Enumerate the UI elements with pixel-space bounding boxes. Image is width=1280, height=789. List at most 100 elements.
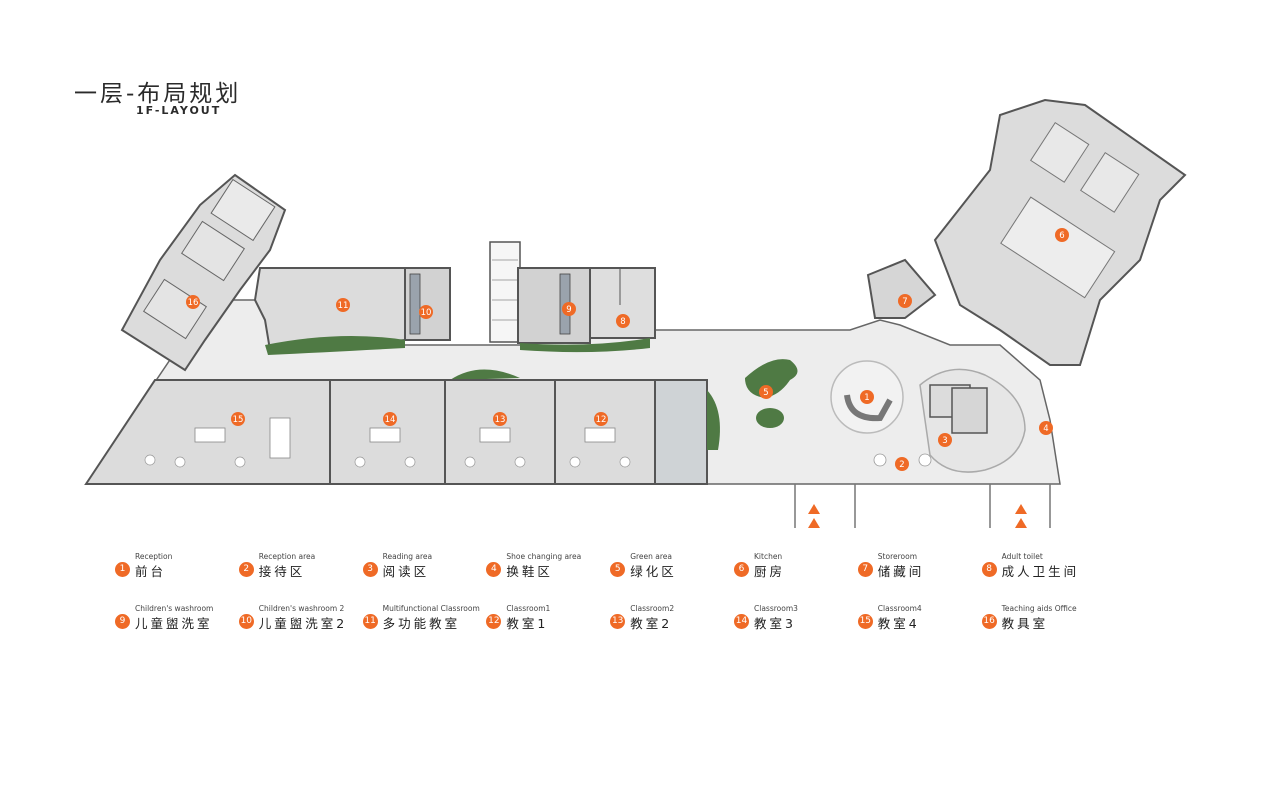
room-childrens-washroom	[517, 267, 591, 344]
legend-item-2: Reception area 2 接待区	[238, 552, 389, 582]
legend-label-cn: 教室3	[754, 616, 796, 631]
legend-number-badge: 3	[362, 562, 378, 577]
legend-label-en: Teaching aids Office	[1001, 604, 1077, 613]
marker-storeroom: 7	[898, 294, 912, 308]
marker-reading-area: 3	[938, 433, 952, 447]
marker-adult-toilet-circle	[616, 314, 630, 328]
legend-item-14: Classroom3 14 教室3	[734, 604, 884, 634]
marker-childrens-washroom-2: 10	[419, 305, 433, 319]
legend-label-en: Classroom3	[754, 604, 798, 613]
legend-label-cn: 教室4	[877, 616, 920, 631]
legend-label-en: Classroom2	[630, 604, 675, 613]
marker-teaching-aids-office: 16	[186, 295, 200, 309]
legend-number-badge: 4	[486, 562, 502, 577]
green-strip-1	[265, 336, 405, 355]
legend-label-en: Adult toilet	[1001, 552, 1043, 561]
stairs	[489, 241, 521, 343]
marker-classroom3: 14	[383, 412, 397, 426]
marker-multifunctional-classroom-number: 11	[338, 301, 349, 311]
entrance-right	[989, 484, 1051, 528]
page-subtitle: 1F-LAYOUT	[136, 104, 222, 117]
legend-number-badge: 8	[981, 562, 997, 577]
marker-shoe-changing-area-circle	[1039, 421, 1053, 435]
marker-multifunctional-classroom-circle	[336, 298, 350, 312]
legend-label-cn: 儿童盥洗室2	[258, 616, 348, 631]
marker-green-area-number: 5	[763, 388, 768, 398]
legend-number-badge: 9	[115, 614, 130, 629]
legend-number-badge: 15	[857, 614, 873, 629]
marker-childrens-washroom-2-number: 10	[421, 308, 432, 318]
legend-number-badge: 13	[610, 614, 626, 629]
page-title: 一层-布局规划	[74, 81, 242, 107]
legend-number-badge: 12	[486, 614, 502, 629]
marker-teaching-aids-office-number: 16	[188, 298, 199, 308]
green-strip-2	[520, 338, 650, 353]
legend-label-en: Children's washroom 2	[258, 604, 345, 613]
legend-item-16: Teaching aids Office 16 教具室	[981, 604, 1132, 634]
marker-childrens-washroom-circle	[562, 302, 576, 316]
marker-reception-area: 2	[895, 457, 909, 471]
marker-classroom3-number: 14	[385, 415, 396, 425]
legend-label-en: Reception area	[258, 552, 316, 561]
legend-number-badge: 5	[610, 562, 626, 577]
legend-label-cn: 厨房	[754, 564, 786, 579]
legend-number-badge: 16	[981, 614, 997, 629]
legend-label-en: Children's washroom	[135, 604, 214, 613]
green-strip-3	[450, 369, 520, 380]
legend-label-en: Classroom1	[506, 604, 551, 613]
marker-green-area-circle	[759, 385, 773, 399]
room-shoe-storage	[654, 379, 708, 485]
legend-number-badge: 10	[238, 614, 254, 629]
marker-shoe-changing-area-number: 4	[1043, 424, 1048, 434]
room-storeroom	[866, 258, 937, 319]
legend-label-cn: 成人卫生间	[1001, 564, 1080, 579]
marker-classroom4-number: 15	[233, 415, 244, 425]
marker-shoe-changing-area: 4	[1039, 421, 1053, 435]
legend-number-badge: 6	[734, 562, 749, 577]
legend-item-10: Children's washroom 2 10 儿童盥洗室2	[238, 604, 389, 634]
legend-label-cn: 阅读区	[382, 564, 430, 579]
marker-green-area: 5	[759, 385, 773, 399]
legend-label-en: Green area	[630, 552, 673, 561]
legend-label-en: Reception	[135, 552, 173, 561]
legend-label-cn: 接待区	[258, 564, 306, 579]
marker-reception-number: 1	[864, 393, 869, 403]
legend-label-cn: 教室1	[506, 616, 549, 631]
green-area-blob	[745, 359, 798, 398]
legend-label-cn: 前台	[135, 564, 167, 579]
marker-storeroom-circle	[898, 294, 912, 308]
legend-label-cn: 教室2	[630, 616, 673, 631]
marker-classroom1-number: 12	[596, 415, 607, 425]
marker-kitchen: 6	[1055, 228, 1069, 242]
legend-item-13: Classroom2 13 教室2	[610, 604, 760, 634]
marker-classroom2-circle	[493, 412, 507, 426]
legend-item-12: Classroom1 12 教室1	[486, 604, 636, 634]
marker-adult-toilet: 8	[616, 314, 630, 328]
marker-adult-toilet-number: 8	[620, 317, 625, 327]
legend-label-cn: 教具室	[1001, 616, 1049, 631]
marker-kitchen-circle	[1055, 228, 1069, 242]
marker-kitchen-number: 6	[1059, 231, 1064, 241]
marker-classroom2-number: 13	[495, 415, 506, 425]
marker-classroom1-circle	[594, 412, 608, 426]
marker-reception-area-circle	[895, 457, 909, 471]
marker-classroom4-circle	[231, 412, 245, 426]
marker-storeroom-number: 7	[902, 297, 907, 307]
legend-label-cn: 儿童盥洗室	[135, 616, 213, 631]
legend-label-en: Storeroom	[877, 552, 918, 561]
room-classroom3	[329, 379, 446, 485]
marker-childrens-washroom-2-circle	[419, 305, 433, 319]
marker-classroom3-circle	[383, 412, 397, 426]
marker-reception: 1	[860, 390, 874, 404]
legend-item-9: Children's washroom 9 儿童盥洗室	[115, 604, 265, 634]
legend-label-en: Shoe changing area	[506, 552, 582, 561]
legend-number-badge: 2	[238, 562, 254, 577]
legend-number-badge: 14	[734, 614, 749, 629]
